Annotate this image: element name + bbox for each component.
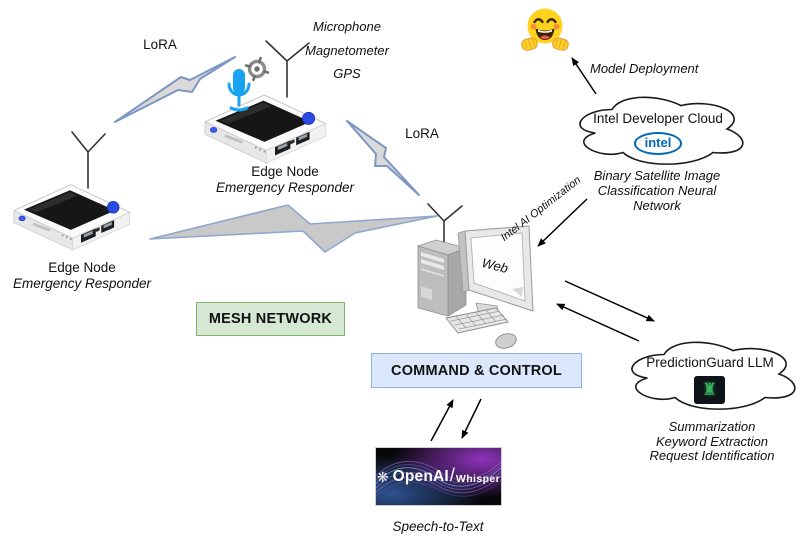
sensor-microphone-label: Microphone: [313, 19, 381, 34]
model-deployment-label: Model Deployment: [590, 61, 699, 76]
arrow-predictionguard-to-web: [556, 303, 640, 342]
openai-brand-text: OpenAI: [392, 467, 449, 485]
openai-slash: /: [449, 465, 455, 485]
predictionguard-features: Summarization Keyword Extraction Request…: [632, 419, 792, 464]
edge-node-2-sensors: Microphone Magnetometer GPS: [300, 15, 394, 86]
arrow-model-deployment: [571, 57, 597, 95]
lora-link-label-1: LoRA: [143, 37, 177, 52]
antenna-edge-node-1: [71, 131, 106, 189]
hugging-face-icon: [521, 8, 569, 51]
speech-to-text-label: Speech-to-Text: [392, 519, 484, 534]
edge-node-1-label: Edge Node Emergency Responder: [2, 259, 162, 292]
lora-link-label-2: LoRA: [405, 126, 439, 141]
edge-node-2-subtitle: Emergency Responder: [215, 180, 355, 195]
microphone-icon: [227, 69, 251, 112]
gps-target-icon: [244, 56, 270, 82]
feature-summarization: Summarization: [668, 419, 756, 434]
arrow-whisper-to-command: [430, 399, 454, 442]
predictionguard-cloud-shape: [631, 341, 796, 410]
feature-request-identification: Request Identification: [649, 448, 775, 463]
arrow-intel-ai-optimization: [537, 198, 588, 247]
command-control-box: COMMAND & CONTROL: [371, 353, 582, 388]
mesh-network-label: MESH NETWORK: [208, 311, 333, 327]
whisper-product-text: Whisper: [455, 473, 501, 485]
edge-node-2-title: Edge Node: [251, 164, 319, 179]
edge-node-2-device: [204, 94, 327, 164]
sensor-gps-label: GPS: [333, 66, 361, 81]
arrow-command-to-whisper: [461, 398, 482, 439]
edge-node-2-label: Edge Node Emergency Responder: [205, 163, 365, 196]
lora-bolt-1: [114, 56, 236, 123]
intel-cloud-shape: [579, 96, 744, 165]
command-control-label: COMMAND & CONTROL: [391, 362, 562, 379]
openai-logo-icon: ❋: [376, 468, 389, 485]
sensor-magnetometer-label: Magnetometer: [305, 42, 389, 58]
arrow-web-to-predictionguard: [564, 280, 655, 322]
lora-bolt-2: [346, 120, 420, 196]
openai-whisper-wordmark: ❋ OpenAI / Whisper: [376, 448, 501, 505]
lora-bolt-3: [149, 204, 438, 253]
intel-cloud-caption: Binary Satellite Image Classification Ne…: [593, 168, 721, 213]
edge-node-1-title: Edge Node: [48, 260, 116, 275]
antenna-edge-node-2: [265, 40, 310, 98]
edge-node-1-device: [13, 184, 131, 251]
edge-node-1-subtitle: Emergency Responder: [12, 276, 152, 291]
feature-keyword-extraction: Keyword Extraction: [656, 433, 768, 449]
mesh-network-box: MESH NETWORK: [196, 302, 345, 336]
command-center-computer: [416, 225, 534, 349]
openai-whisper-banner: ❋ OpenAI / Whisper: [375, 447, 502, 506]
